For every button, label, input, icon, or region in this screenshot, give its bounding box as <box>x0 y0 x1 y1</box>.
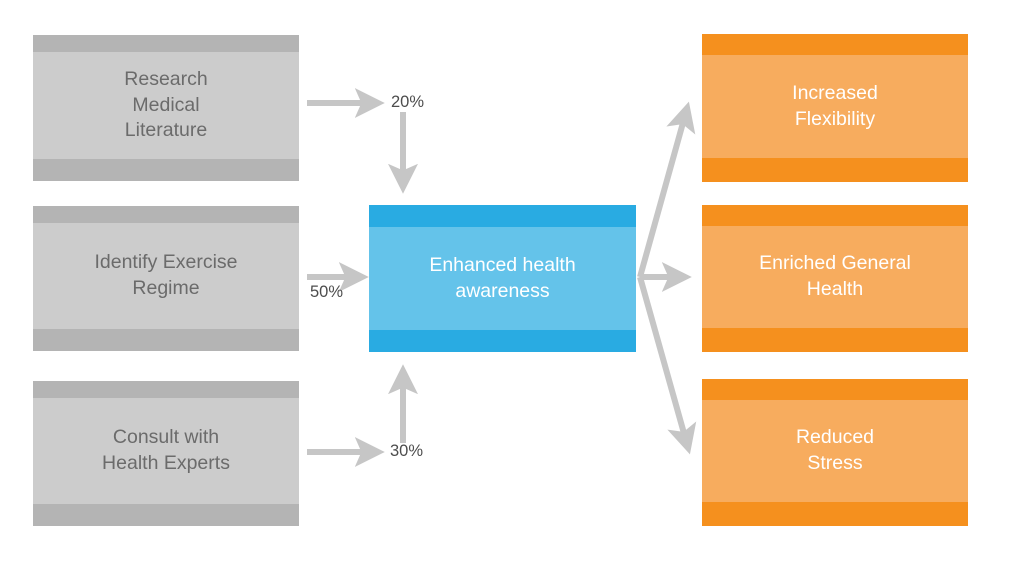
output-box-label: Increased Flexibility <box>702 55 968 158</box>
box-bottom-band <box>33 504 299 526</box>
input-label-line-1: Research <box>124 67 208 90</box>
input-box-identify-exercise-regime[interactable]: Identify Exercise Regime <box>33 206 299 351</box>
center-box-label: Enhanced health awareness <box>369 227 636 330</box>
input-label-line-3: Literature <box>124 119 208 142</box>
box-top-band <box>33 381 299 398</box>
center-label-line-2: awareness <box>455 279 550 302</box>
connector-research-to-center <box>307 88 418 194</box>
connector-label-30: 30% <box>390 442 424 460</box>
output-box-label: Reduced Stress <box>702 400 968 502</box>
box-top-band <box>33 35 299 52</box>
output-box-label: Enriched General Health <box>702 226 968 328</box>
input-box-label: Identify Exercise Regime <box>33 223 299 329</box>
center-box-enhanced-health-awareness[interactable]: Enhanced health awareness <box>369 205 636 352</box>
connector-label-20: 20% <box>391 93 425 111</box>
connector-label-50: 50% <box>310 283 344 301</box>
output-label-line-1: Enriched General <box>759 252 911 275</box>
output-label-line-2: Flexibility <box>794 107 876 130</box>
connector-center-to-outputs <box>637 101 697 455</box>
output-label-line-1: Reduced <box>795 426 875 449</box>
input-box-consult-with-health-experts[interactable]: Consult with Health Experts <box>33 381 299 526</box>
box-top-band <box>33 206 299 223</box>
box-top-band <box>702 34 968 55</box>
input-box-label: Consult with Health Experts <box>33 398 299 504</box>
output-label-line-2: Stress <box>807 452 863 474</box>
box-bottom-band <box>369 330 636 352</box>
input-label-line-2: Medical <box>132 93 200 116</box>
output-box-enriched-general-health[interactable]: Enriched General Health <box>702 205 968 352</box>
input-box-research-medical-literature[interactable]: Research Medical Literature <box>33 35 299 181</box>
input-label-line-2: Health Experts <box>102 452 230 474</box>
output-label-line-1: Increased <box>792 81 878 104</box>
box-top-band <box>702 379 968 400</box>
output-box-increased-flexibility[interactable]: Increased Flexibility <box>702 34 968 182</box>
output-label-line-2: Health <box>806 278 864 300</box>
output-box-reduced-stress[interactable]: Reduced Stress <box>702 379 968 526</box>
input-label-line-1: Identify Exercise <box>94 251 238 274</box>
box-bottom-band <box>702 328 968 352</box>
input-label-line-1: Consult with <box>112 426 220 449</box>
box-bottom-band <box>33 159 299 181</box>
box-bottom-band <box>33 329 299 351</box>
box-top-band <box>702 205 968 226</box>
box-top-band <box>369 205 636 227</box>
center-label-line-1: Enhanced health <box>429 253 576 276</box>
connector-experts-to-center <box>307 364 418 467</box>
box-bottom-band <box>702 158 968 182</box>
input-box-label: Research Medical Literature <box>33 52 299 159</box>
input-label-line-2: Regime <box>132 277 200 299</box>
box-bottom-band <box>702 502 968 526</box>
